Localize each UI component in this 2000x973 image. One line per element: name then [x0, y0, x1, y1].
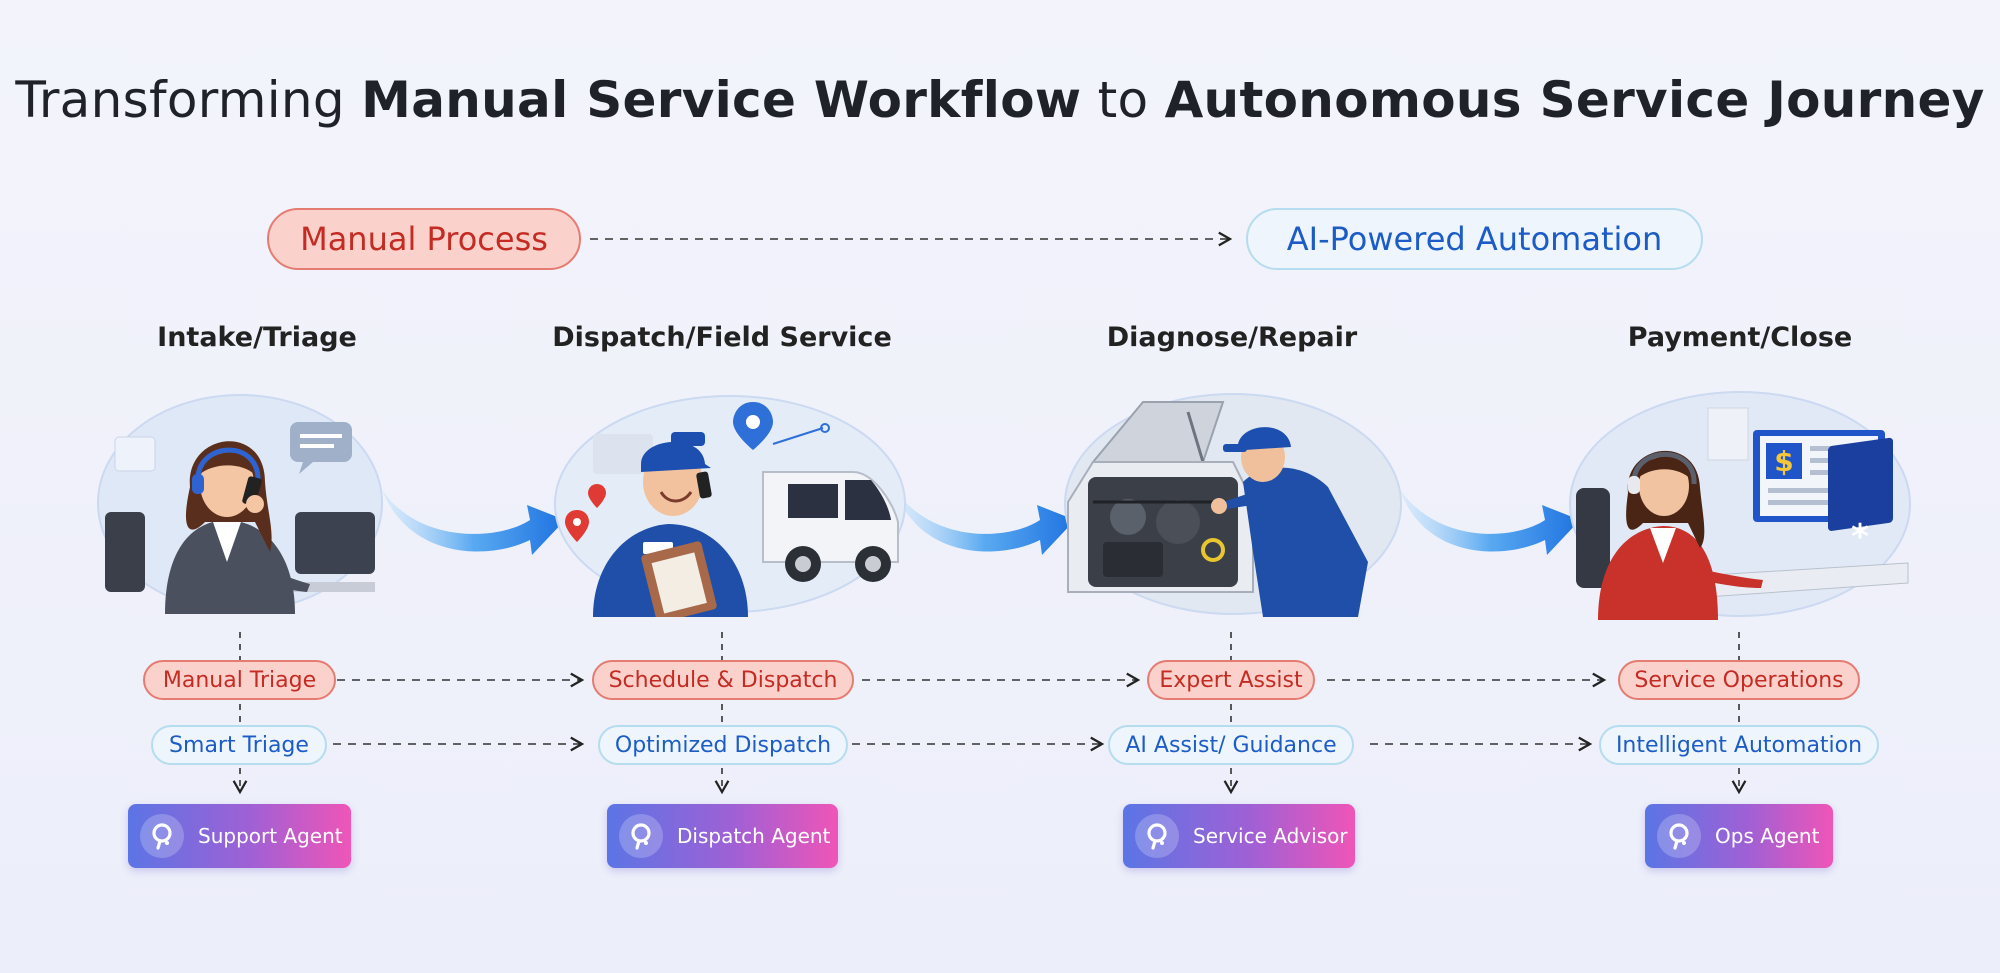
billing-desk-illustration: $ * — [1569, 391, 1911, 620]
call-center-agent-illustration — [97, 394, 383, 614]
stage4-ai-pill: Intelligent Automation — [1599, 725, 1879, 765]
mechanic-engine-illustration — [1064, 393, 1402, 617]
legend-ai-automation: AI-Powered Automation — [1246, 208, 1703, 270]
stage1-ai-pill: Smart Triage — [151, 725, 327, 765]
svg-text:*: * — [1851, 517, 1869, 557]
stage-title-intake: Intake/Triage — [157, 322, 357, 353]
agent-connectors — [232, 768, 1747, 795]
agent-label: Support Agent — [198, 824, 343, 848]
flow-arrows — [382, 490, 1580, 555]
stage2-ai-pill: Optimized Dispatch — [598, 725, 848, 765]
flow-arrow-1 — [382, 490, 565, 555]
service-advisor-badge[interactable]: Service Advisor — [1123, 804, 1355, 868]
agent-label: Ops Agent — [1715, 824, 1820, 848]
agent-label: Service Advisor — [1193, 824, 1348, 848]
agent-logo-icon — [1135, 814, 1179, 858]
stage-title-diagnose: Diagnose/Repair — [1106, 322, 1358, 353]
agent-label: Dispatch Agent — [677, 824, 831, 848]
svg-text:$: $ — [1774, 445, 1793, 478]
agent-logo-icon — [619, 814, 663, 858]
agent-logo-icon — [1657, 814, 1701, 858]
stage-title-dispatch: Dispatch/Field Service — [552, 322, 892, 353]
stage2-manual-pill: Schedule & Dispatch — [592, 660, 854, 700]
support-agent-badge[interactable]: Support Agent — [128, 804, 351, 868]
legend-manual-process: Manual Process — [267, 208, 581, 270]
stage3-ai-pill: AI Assist/ Guidance — [1108, 725, 1354, 765]
agent-logo-icon — [140, 814, 184, 858]
stage1-manual-pill: Manual Triage — [143, 660, 336, 700]
stage-title-payment: Payment/Close — [1627, 322, 1853, 353]
ops-agent-badge[interactable]: Ops Agent — [1645, 804, 1833, 868]
flow-arrow-3 — [1400, 490, 1580, 555]
flow-arrow-2 — [895, 490, 1075, 555]
stage4-manual-pill: Service Operations — [1618, 660, 1860, 700]
field-technician-illustration — [554, 395, 906, 617]
vertical-connectors — [239, 632, 1740, 726]
stage3-manual-pill: Expert Assist — [1147, 660, 1315, 700]
page-title: Transforming Manual Service Workflow to … — [15, 71, 1985, 129]
dispatch-agent-badge[interactable]: Dispatch Agent — [607, 804, 838, 868]
